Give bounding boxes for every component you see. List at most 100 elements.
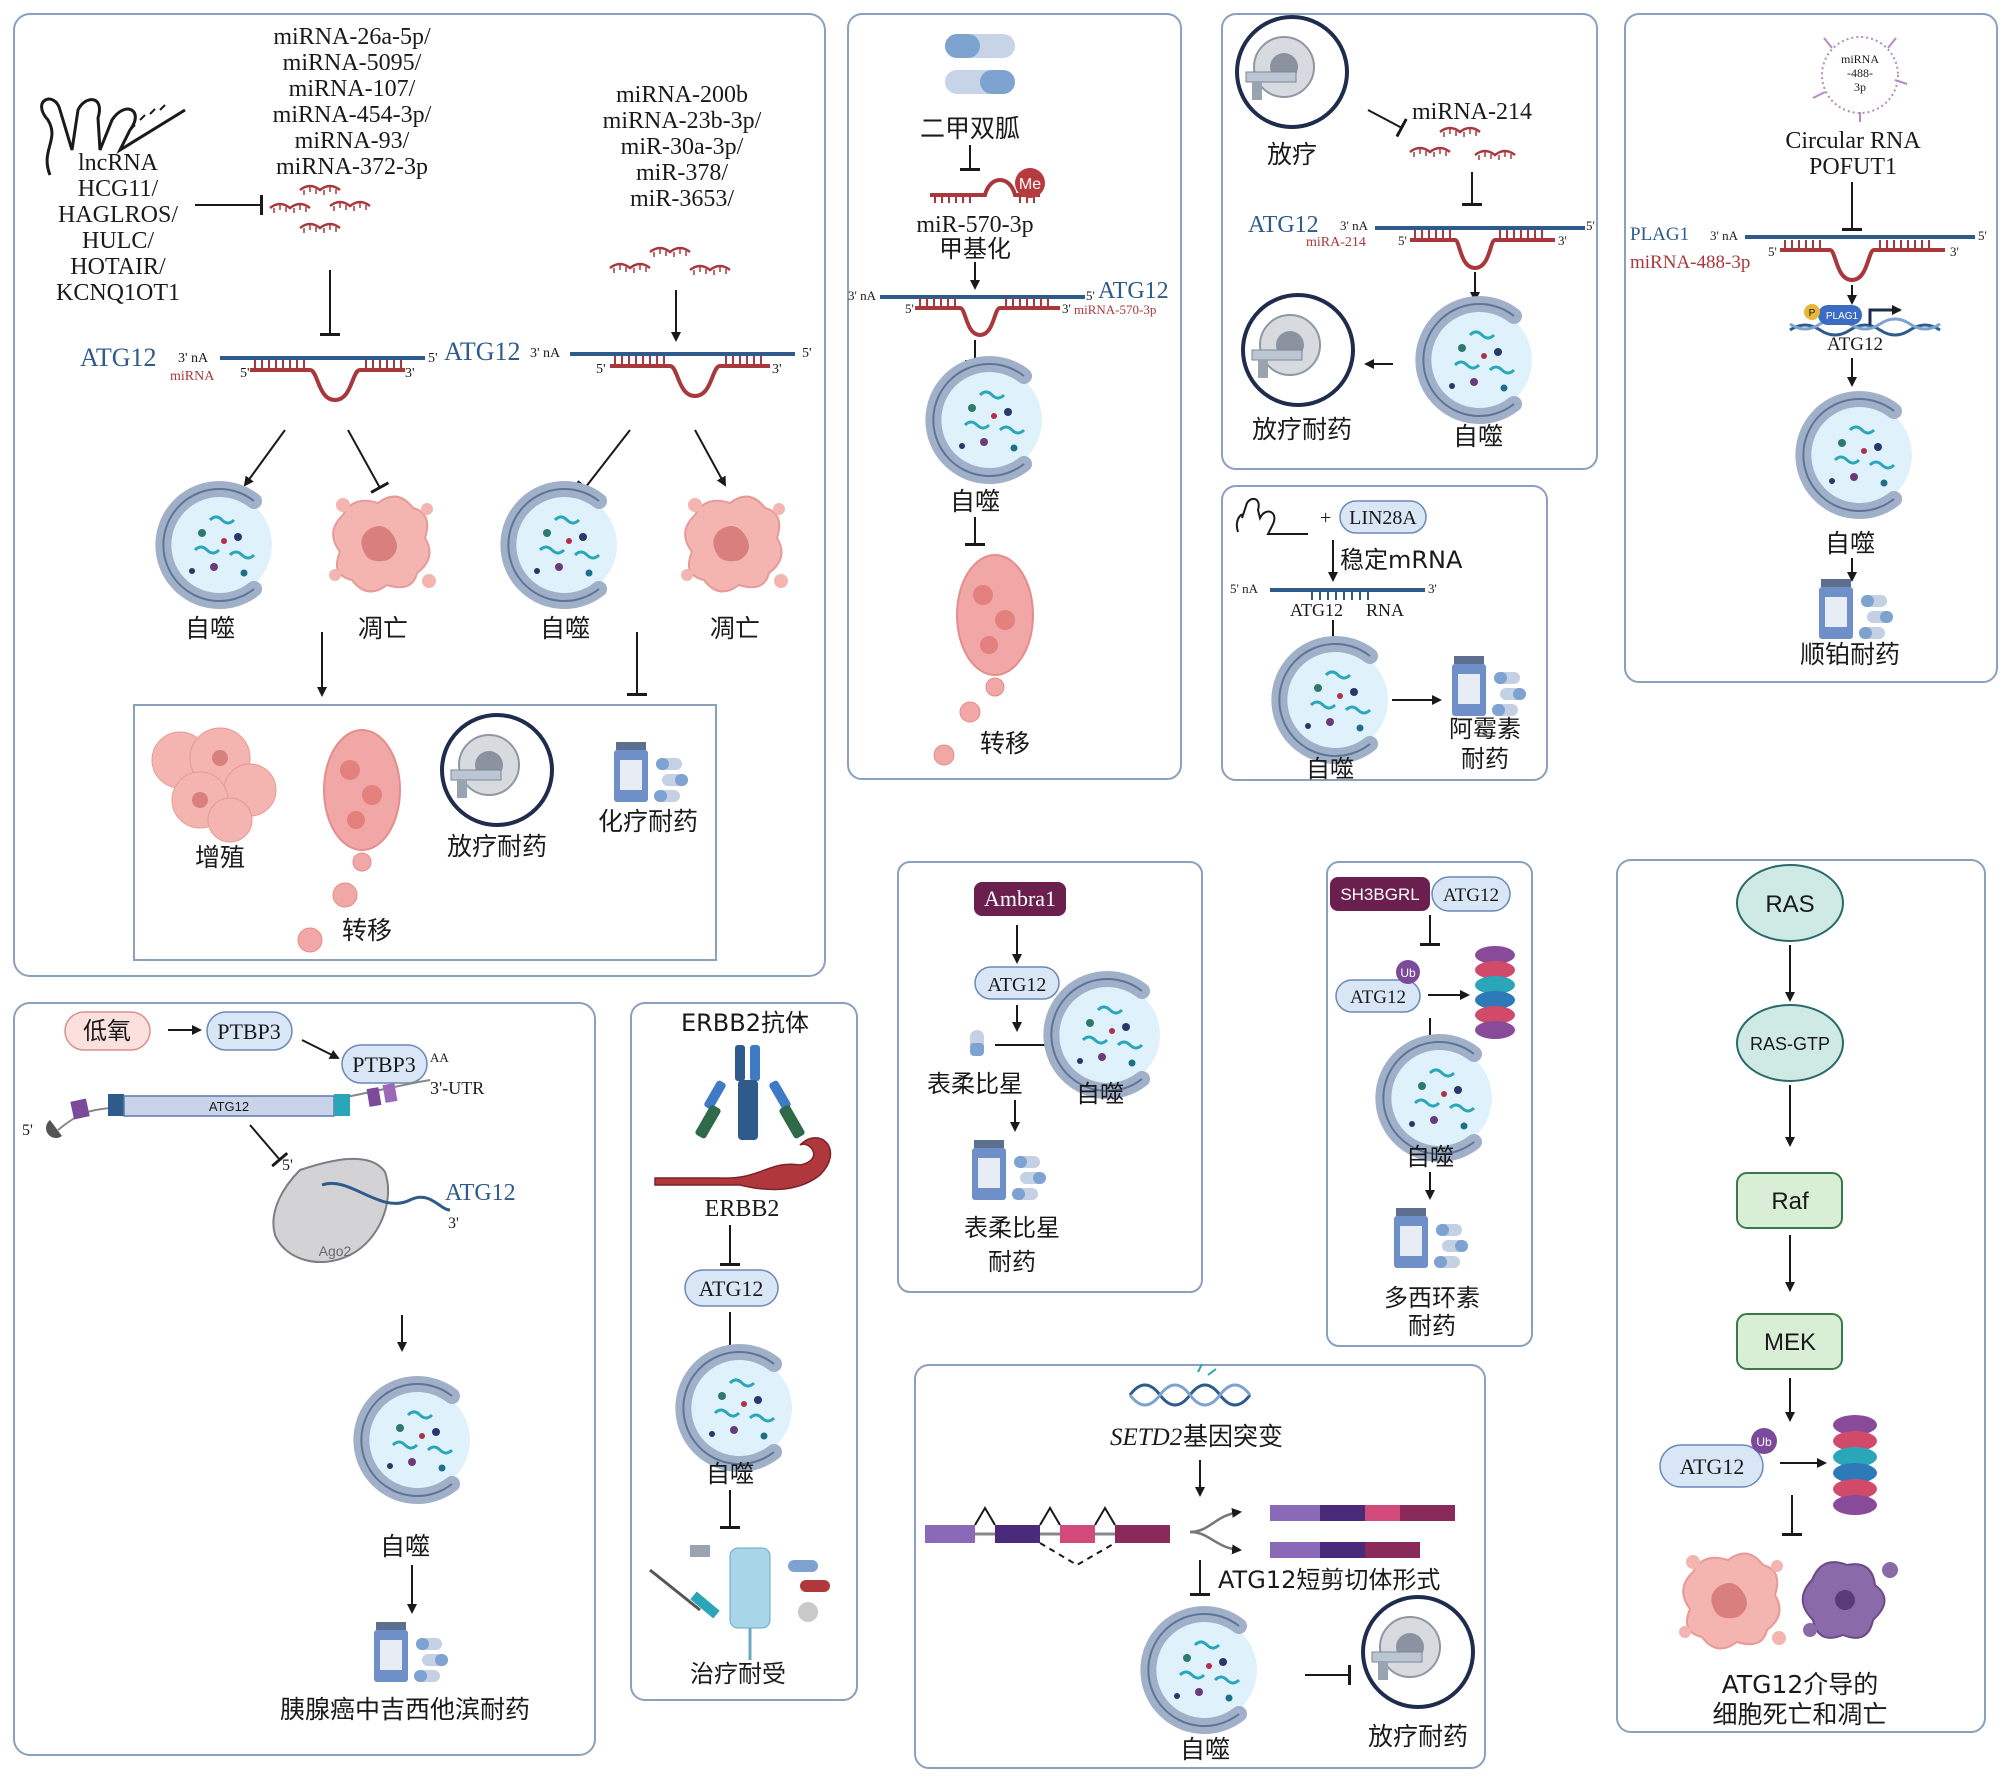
mek-label: MEK <box>1764 1329 1816 1356</box>
pofut1-label: POFUT1 <box>1809 154 1897 180</box>
atg12-label: ATG12 <box>1350 987 1406 1008</box>
ptbp3-node <box>206 1011 293 1051</box>
atg12-label: ATG12 <box>444 337 521 366</box>
mirna-label: miRNA-107/ <box>289 76 416 102</box>
resistance-label: 耐药 <box>1461 745 1509 773</box>
panel-radiotherapy: 放疗 miRNA-214 ATG12 3' nA miRA-214 5' 5' … <box>1221 13 1598 470</box>
mirna-fragment-icon <box>688 264 732 277</box>
ras-gtp-label: RAS-GTP <box>1750 1034 1830 1054</box>
three-prime-label: 3' <box>1950 244 1959 259</box>
metastasis-label: 转移 <box>980 729 1030 758</box>
atg12-node <box>974 966 1060 1000</box>
three-prime-label: 3' nA <box>178 351 209 366</box>
panel-lin28a: + LIN28A 稳定mRNA 5' nA 3' ATG12 RNA 自噬 阿霉… <box>1221 485 1548 783</box>
radiotherapy-label: 放疗 <box>1267 140 1317 169</box>
three-prime-label: 3' <box>1558 233 1567 248</box>
sh3bgrl-label: SH3BGRL <box>1340 885 1419 904</box>
ago2-label: Ago2 <box>319 1243 352 1259</box>
metastasis-icon <box>956 554 1034 697</box>
mirna-label: miRNA-26a-5p/ <box>273 24 431 50</box>
ambra1-node <box>974 882 1066 916</box>
five-prime-label: 5' <box>282 1157 293 1174</box>
atg12-label: ATG12 <box>1827 334 1883 355</box>
mirna-label: miRNA-488-3p <box>1630 252 1750 273</box>
mirna-list-2: miRNA-200b miRNA-23b-3p/ miR-30a-3p/ miR… <box>603 82 762 212</box>
radiotherapy-icon <box>1241 293 1355 407</box>
treatment-icon <box>649 1545 830 1660</box>
erbb2-label: ERBB2 <box>705 1196 780 1222</box>
panel-setd2: SETD2 基因突变 ATG12短剪切体形式 自噬 放疗耐药 <box>914 1363 1486 1769</box>
three-prime-label: 3' <box>448 1215 459 1232</box>
three-prime-label: 3' nA <box>1710 228 1739 243</box>
three-prime-label: 3' <box>405 366 415 381</box>
autophagosome-icon <box>361 1384 470 1496</box>
autophagosome-icon <box>163 489 272 601</box>
mirna-label: miRNA-570-3p <box>1074 302 1156 317</box>
dna-icon <box>1128 1363 1252 1407</box>
autophagy-label: 自噬 <box>1825 529 1875 558</box>
mirna-label: miR-3653/ <box>630 186 734 212</box>
radio-resistance-label: 放疗耐药 <box>1368 1722 1468 1751</box>
mirna-fragment-icon <box>608 262 652 275</box>
dead-cell-icon <box>1801 1561 1898 1639</box>
autophagy-label: 自噬 <box>380 1532 430 1561</box>
radio-resistance-label: 放疗耐药 <box>447 832 547 861</box>
lin28a-label: LIN28A <box>1349 507 1417 529</box>
five-prime-label: 5' <box>1768 244 1777 259</box>
panel-circular-rna: miRNA -488- 3p Circular RNA POFUT1 PLAG1… <box>1624 13 1998 683</box>
mirna-fragment-icon <box>328 200 372 213</box>
mir-label: miRNA-214 <box>1412 99 1532 125</box>
antibody-label: ERBB2抗体 <box>681 1009 809 1037</box>
setd2-label: SETD2 <box>1110 1424 1182 1451</box>
three-prime-label: 3' nA <box>848 288 877 303</box>
resistance-label: 耐药 <box>1408 1312 1456 1340</box>
mirna-label: miRNA-200b <box>616 82 748 108</box>
autophagy-label: 自噬 <box>1306 755 1354 783</box>
lnc-label-4: HOTAIR/ <box>70 254 166 280</box>
epirubicin-label: 表柔比星 <box>964 1214 1060 1242</box>
plag1-protein-label: PLAG1 <box>1826 311 1859 322</box>
atg12-label: ATG12 <box>988 974 1047 996</box>
plag1-label: PLAG1 <box>1630 224 1689 245</box>
mirna-label: miRNA-372-3p <box>276 154 428 180</box>
radiotherapy-icon <box>440 713 554 827</box>
drug-icon <box>374 1622 448 1682</box>
short-isoform-label: ATG12短剪切体形式 <box>1218 1566 1440 1594</box>
panel-sh3bgrl: SH3BGRL ATG12 ATG12 Ub 自噬 多西环素 耐药 <box>1326 861 1533 1347</box>
autophagy-label: 自噬 <box>950 487 1000 516</box>
mirna-label: miRNA-93/ <box>295 128 410 154</box>
cisplatin-resistance-label: 顺铂耐药 <box>1800 640 1900 669</box>
lin28a-node <box>1339 500 1427 534</box>
polya-label: AA <box>430 1050 449 1065</box>
rna-label: RNA <box>1366 600 1404 620</box>
mir-label: miR-570-3p <box>916 212 1033 238</box>
circ-small-label: 3p <box>1854 80 1866 94</box>
apoptotic-cell-icon <box>680 495 789 593</box>
five-prime-label: 5' <box>22 1122 33 1139</box>
radiotherapy-icon <box>1235 15 1349 129</box>
antibody-icon <box>695 1045 805 1140</box>
drug-icon <box>1394 1208 1468 1268</box>
mirna-label: miR-30a-3p/ <box>621 134 744 160</box>
five-prime-label: 5' <box>428 351 438 366</box>
mek-node <box>1736 1313 1843 1370</box>
apoptosis-label: 凋亡 <box>358 614 408 643</box>
atg12-death-label: ATG12介导的 <box>1722 1670 1879 1699</box>
five-prime-label: 5' <box>802 346 812 361</box>
three-prime-label: 3' <box>1062 301 1071 316</box>
autophagosome-icon <box>508 489 617 601</box>
hypoxia-label: 低氧 <box>83 1017 131 1045</box>
ras-node <box>1736 864 1844 942</box>
autophagosome-icon <box>1148 1614 1257 1726</box>
mirna-label: miRNA-23b-3p/ <box>603 108 762 134</box>
cell-death-label: 细胞死亡和凋亡 <box>1712 1700 1887 1729</box>
autophagosome-icon <box>1279 644 1388 756</box>
three-prime-label: 3' <box>1428 581 1437 596</box>
doxorubicin-label: 阿霉素 <box>1449 715 1521 743</box>
mirna-strand <box>610 364 770 399</box>
mirna-label: miRA-214 <box>1306 235 1366 250</box>
autophagosome-icon <box>1423 304 1532 416</box>
doxycycline-label: 多西环素 <box>1384 1284 1480 1312</box>
five-prime-label: 5' <box>596 362 606 377</box>
atg12-node <box>1659 1444 1764 1488</box>
